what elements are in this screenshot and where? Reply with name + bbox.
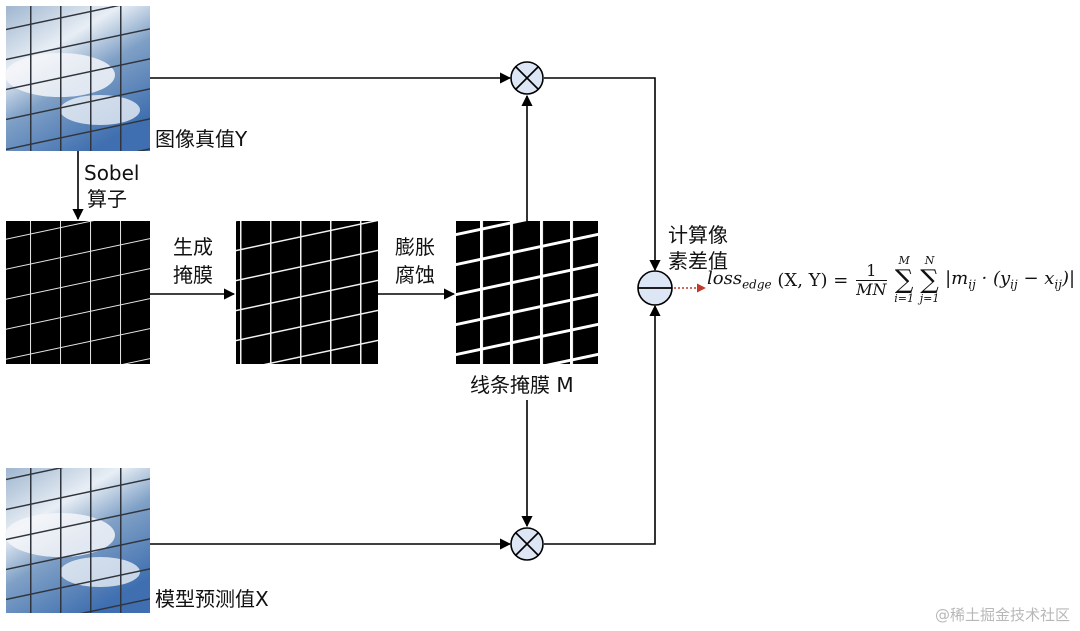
formula-body: |m: [945, 268, 969, 290]
formula-frac-num: 1: [856, 261, 887, 281]
sobel-label-line1: Sobel: [84, 161, 140, 185]
line-mask-label: 线条掩膜 M: [470, 373, 574, 397]
gt-image: [5, 6, 150, 151]
sum1-sigma-icon: ∑: [894, 265, 914, 295]
formula-body-sub: ij: [968, 277, 976, 292]
gen-mask-label-line2: 掩膜: [173, 263, 213, 287]
formula-frac-den: MN: [856, 279, 887, 299]
formula-body-sub3: ij: [1054, 277, 1062, 292]
dilate-label-line2: 腐蚀: [395, 263, 435, 287]
sobel-label-line2: 算子: [87, 187, 127, 211]
edge-loss-formula: lossedge (X, Y) = 1 MN M ∑ i=1 N ∑ j=1 |…: [707, 255, 1075, 305]
gen-mask-label-line1: 生成: [173, 235, 213, 259]
gt-image-label: 图像真值Y: [155, 127, 248, 151]
formula-body-minus: − x: [1017, 268, 1055, 290]
sum2-sigma-icon: ∑: [920, 265, 939, 295]
multiply-operator-bottom: [510, 527, 544, 561]
formula-body-rest: · (y: [975, 268, 1011, 290]
pixel-diff-label-line2: 素差值: [668, 249, 728, 273]
watermark: @稀土掘金技术社区: [934, 606, 1070, 624]
pixel-diff-label-line1: 计算像: [668, 223, 728, 247]
dilate-label-line1: 膨胀: [395, 235, 435, 259]
formula-sum1-bottom: i=1: [894, 292, 914, 305]
subtract-operator: [637, 270, 673, 306]
formula-lhs-sub: edge: [742, 277, 772, 292]
line-mask-image: [456, 221, 598, 364]
formula-lhs: loss: [707, 268, 743, 290]
connectors: [72, 72, 661, 550]
pred-image: [5, 468, 150, 613]
formula-args: (X, Y) =: [777, 269, 849, 291]
formula-sum1-top: M: [898, 254, 910, 267]
formula-body-end: )|: [1061, 268, 1076, 290]
formula-sum2-top: N: [924, 254, 935, 267]
multiply-operator-top: [510, 61, 544, 95]
pred-image-label: 模型预测值X: [155, 587, 269, 611]
formula-body-sub2: ij: [1010, 277, 1018, 292]
generated-mask-image: [236, 221, 378, 364]
formula-sum2-bottom: j=1: [919, 292, 940, 305]
sobel-edge-image: [6, 221, 150, 364]
